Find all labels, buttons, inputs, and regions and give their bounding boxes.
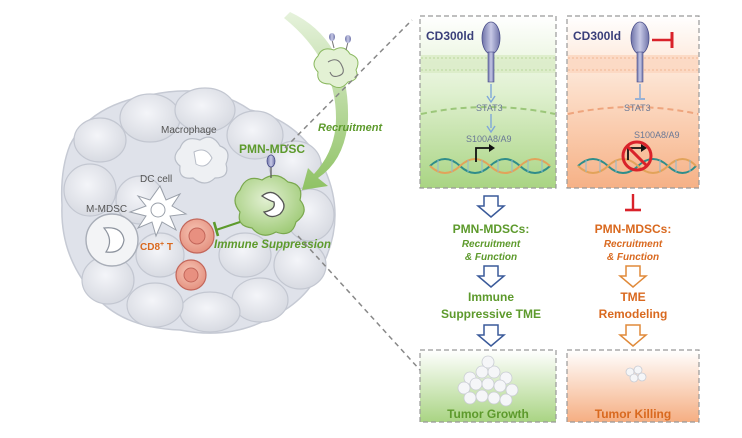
- zoom-connector: [284, 19, 421, 371]
- flow-arrow-green-3: [475, 324, 507, 347]
- tumor-killing-box: [566, 349, 700, 423]
- dc-cell-label: DC cell: [140, 174, 172, 185]
- immune-suppression-label: Immune Suppression: [214, 239, 331, 251]
- cd300ld-receptor-green: [481, 21, 501, 83]
- cd8-t-cell: [179, 218, 215, 254]
- green-step2-line1: Immune: [468, 290, 514, 304]
- flow-arrow-orange-2: [617, 324, 649, 347]
- recruitment-label: Recruitment: [318, 122, 384, 134]
- macrophage-label: Macrophage: [161, 125, 217, 136]
- orange-step1-line3: & Function: [607, 252, 659, 263]
- flow-arrow-green-1: [475, 195, 507, 218]
- dna-orange: [577, 158, 697, 174]
- green-step1-line3: & Function: [465, 252, 517, 263]
- orange-step1-line2: Recruitment: [604, 239, 663, 250]
- dc-cell: [128, 184, 188, 238]
- cd8-t-label: CD8+ T: [140, 241, 173, 253]
- stat3-label-orange: STAT3: [624, 103, 651, 113]
- dna-green: [429, 144, 551, 174]
- orange-step1-title: PMN-MDSCs:: [595, 222, 672, 236]
- green-step1-line2: Recruitment: [462, 239, 521, 250]
- s100a8a9-label-green: S100A8/A9: [466, 134, 512, 144]
- pmn-mdsc-cell: [234, 154, 305, 236]
- green-step2-line2: Suppressive TME: [441, 307, 541, 321]
- flow-arrow-green-2: [475, 265, 507, 288]
- green-step1-title: PMN-MDSCs:: [453, 222, 530, 236]
- no-transcription-icon: [621, 140, 653, 172]
- suppression-inhibit: [212, 220, 241, 237]
- arrowhead: [486, 95, 496, 104]
- tumor-growth-box: [419, 349, 557, 423]
- inhibit-arrow-orange: [625, 194, 641, 212]
- cd8-t-cell-2: [175, 259, 207, 291]
- orange-step2-line2: Remodeling: [599, 307, 668, 321]
- cd300ld-label-green: CD300ld: [426, 29, 474, 43]
- cd300ld-receptor-orange: [630, 21, 650, 83]
- tumor-growth-label: Tumor Growth: [447, 407, 529, 421]
- pmn-mdsc-label: PMN-MDSC: [239, 142, 305, 156]
- m-mdsc-cell: [85, 213, 139, 267]
- flow-arrow-orange-1: [617, 265, 649, 288]
- m-mdsc-label: M-MDSC: [86, 204, 127, 215]
- s100a8a9-label-orange: S100A8/A9: [634, 130, 680, 140]
- cd300ld-block-inhibitor: [652, 32, 674, 48]
- incoming-pmn-mdsc: [313, 33, 359, 88]
- cd300ld-label-orange: CD300ld: [573, 29, 621, 43]
- macrophage-cell: [174, 136, 229, 184]
- tumor-killing-label: Tumor Killing: [595, 407, 671, 421]
- arrowhead: [486, 125, 496, 134]
- stat3-label-green: STAT3: [476, 103, 503, 113]
- orange-step2-line1: TME: [620, 290, 645, 304]
